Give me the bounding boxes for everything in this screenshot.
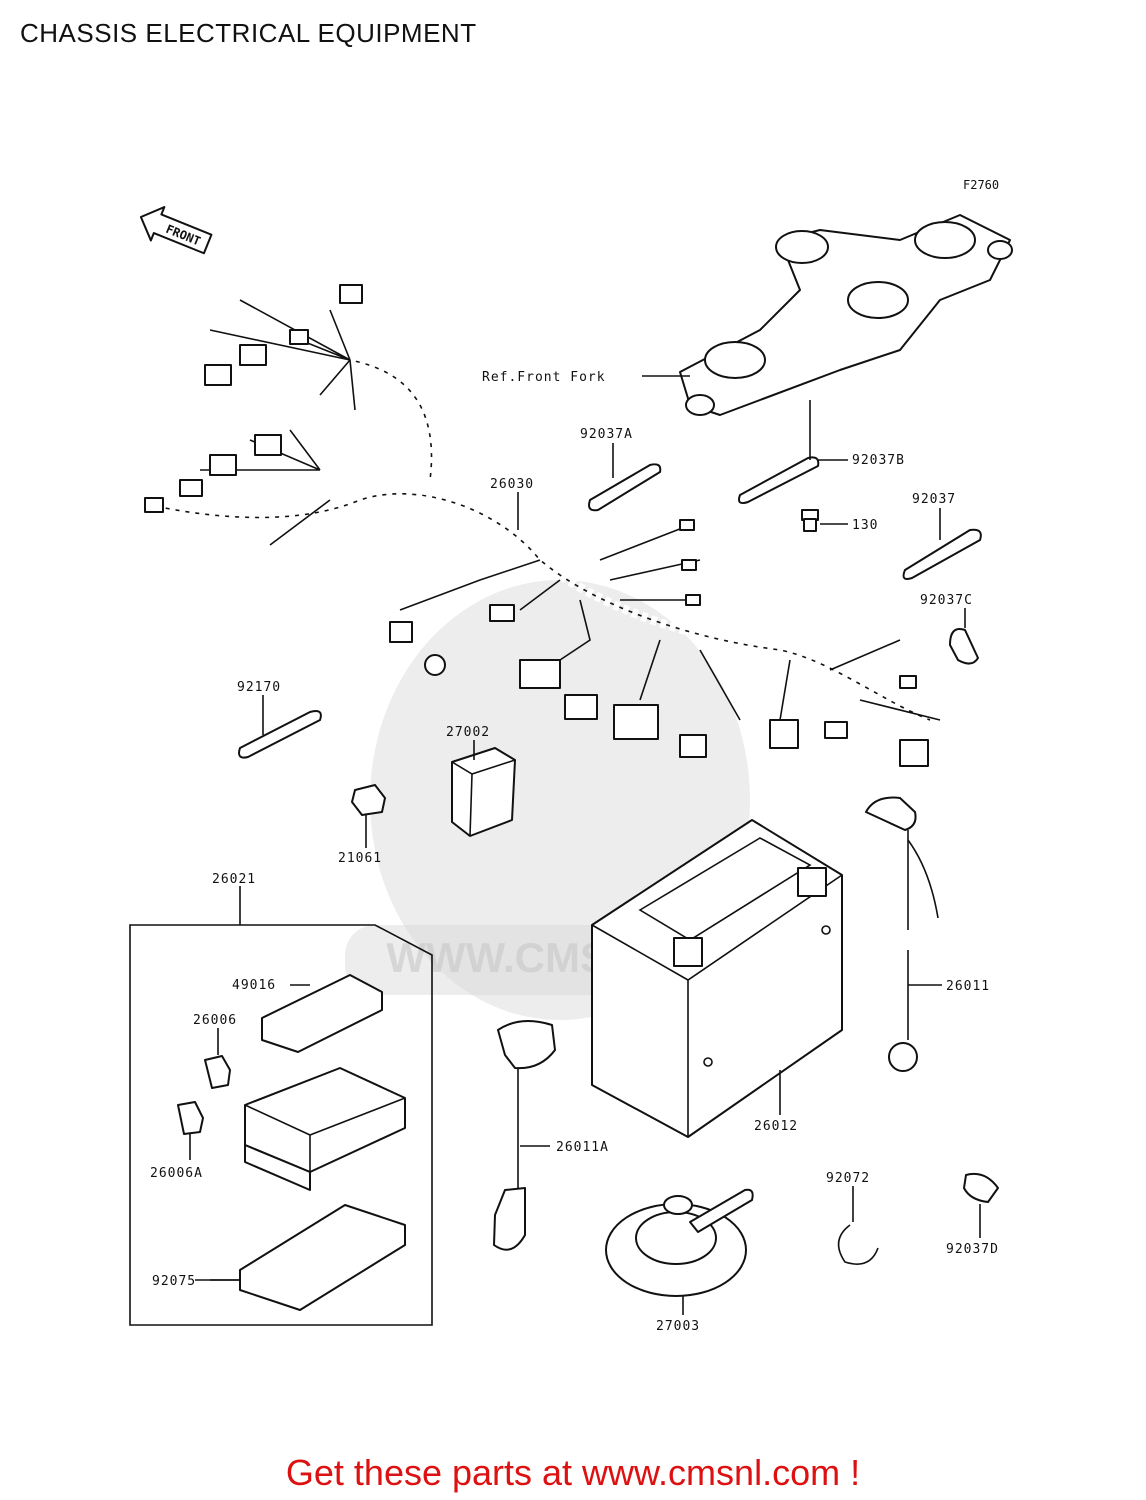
tray-92075 (239, 1204, 406, 1311)
cable-26011 (865, 796, 939, 1072)
fuse-box-frame (129, 924, 433, 1326)
cover-49016 (261, 974, 383, 1053)
bolt-130 (801, 509, 819, 532)
label-49016: 49016 (232, 978, 276, 993)
label-27003: 27003 (656, 1319, 700, 1334)
label-92037: 92037 (912, 492, 956, 507)
strap-92037b (738, 456, 820, 505)
label-26012: 26012 (754, 1119, 798, 1134)
label-21061: 21061 (338, 851, 382, 866)
label-130: 130 (852, 518, 878, 533)
label-26011a: 26011A (556, 1140, 609, 1155)
label-92037b: 92037B (852, 453, 905, 468)
clamp-92037d (963, 1172, 999, 1203)
cable-26011a (493, 1020, 556, 1251)
label-92170: 92170 (237, 680, 281, 695)
label-26006: 26006 (193, 1013, 237, 1028)
strap-92037a (588, 463, 662, 512)
label-26006a: 26006A (150, 1166, 203, 1181)
label-92072: 92072 (826, 1171, 870, 1186)
fuse-26006 (204, 1055, 231, 1089)
label-26030: 26030 (490, 477, 534, 492)
horn-27003 (605, 1188, 754, 1297)
label-92037d: 92037D (946, 1242, 999, 1257)
fuse-26006a (177, 1101, 204, 1135)
connector-21061 (351, 784, 386, 816)
band-92072 (837, 1224, 879, 1265)
part-labels: Ref.Front Fork 26030 92037A 92037B 130 9… (150, 370, 999, 1334)
relay-27002 (451, 747, 516, 837)
strap-92170 (238, 710, 322, 759)
label-92037c: 92037C (920, 593, 973, 608)
label-92075: 92075 (152, 1274, 196, 1289)
figure-code: F2760 (963, 178, 1000, 192)
triple-clamp (679, 214, 1013, 416)
strap-92037 (902, 528, 982, 580)
page-title: CHASSIS ELECTRICAL EQUIPMENT (20, 18, 477, 48)
battery-26012 (591, 819, 843, 1138)
clamp-92037c (949, 628, 979, 665)
front-arrow: FRONT (139, 206, 213, 255)
label-27002: 27002 (446, 725, 490, 740)
label-26011: 26011 (946, 979, 990, 994)
footer-link-text[interactable]: Get these parts at www.cmsnl.com ! (285, 1452, 861, 1493)
label-92037a: 92037A (580, 427, 633, 442)
label-26021: 26021 (212, 872, 256, 887)
main-harness (144, 284, 941, 767)
label-ref-front-fork: Ref.Front Fork (482, 370, 606, 385)
